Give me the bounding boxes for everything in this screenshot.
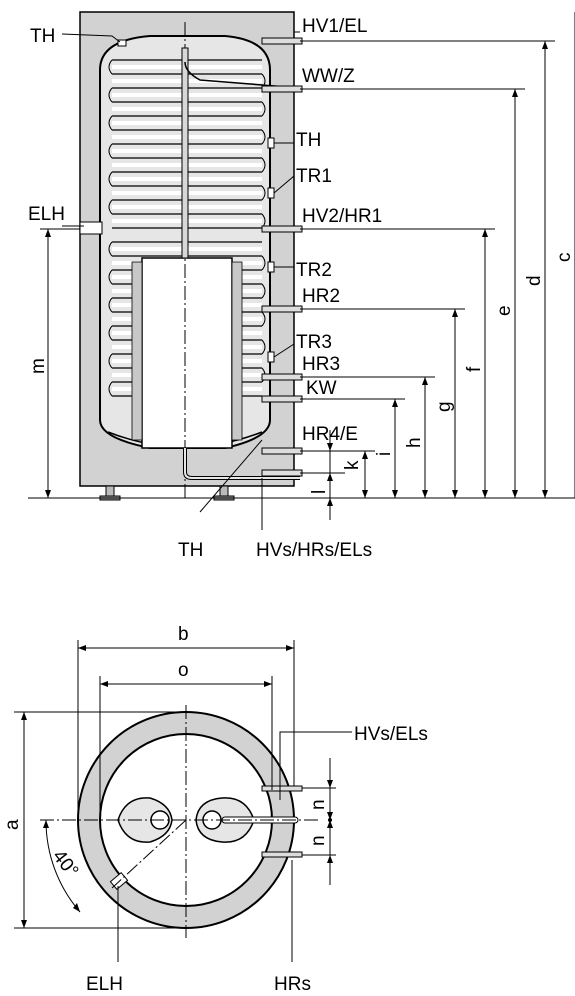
dim-i: i: [374, 452, 395, 456]
label-hr4-e: HR4/E: [302, 424, 358, 445]
dim-a: a: [2, 819, 23, 830]
label-hrs: HRs: [274, 974, 311, 995]
label-hvs-hrs-els: HVs/HRs/ELs: [256, 540, 372, 561]
label-hr3: HR3: [302, 354, 340, 375]
dim-n2: n: [308, 835, 329, 846]
label-hv2-hr1: HV2/HR1: [302, 206, 382, 227]
hot-water-pipe: [184, 61, 301, 89]
label-leaders: [61, 31, 300, 530]
angle-arc: [45, 819, 81, 913]
heater-insert: [141, 257, 233, 449]
dim-h: h: [404, 437, 425, 448]
dim-n1: n: [308, 799, 329, 810]
label-hvs-els: HVs/ELs: [354, 724, 428, 745]
dim-arrows: [45, 41, 548, 506]
label-th-bottom: TH: [178, 540, 203, 561]
dim-d: d: [524, 275, 545, 286]
dim-b: b: [178, 624, 189, 645]
dim-o: o: [178, 660, 189, 681]
dim-vertical-lines: [47, 12, 575, 520]
dim-e: e: [494, 305, 515, 316]
dim-k: k: [342, 460, 363, 470]
top-angle-line: [111, 819, 187, 889]
label-tr2: TR2: [296, 260, 332, 281]
side-view: TH HV1/EL WW/Z TH TR1 ELH HV2/HR1 TR2 HR…: [28, 11, 575, 561]
label-tr3: TR3: [296, 332, 332, 353]
label-tr1: TR1: [296, 166, 332, 187]
dim-c: c: [554, 253, 575, 263]
label-ww-z: WW/Z: [302, 66, 355, 87]
dim-f: f: [464, 366, 485, 372]
label-elh-top: ELH: [86, 974, 123, 995]
anode-rod: [181, 47, 189, 259]
label-hv1-el: HV1/EL: [302, 16, 367, 37]
dim-angle: 40°: [48, 846, 82, 882]
label-elh-left: ELH: [28, 204, 65, 225]
connection-stubs: [79, 37, 303, 477]
label-th-right: TH: [296, 130, 321, 151]
top-view: b o a n n 40° HVs/ELs ELH HRs: [2, 624, 428, 995]
label-kw: KW: [306, 378, 337, 399]
dim-reference-lines: [28, 40, 575, 499]
heater-insert-shadow: [131, 261, 143, 441]
dim-m: m: [28, 358, 49, 374]
dim-l: l: [309, 490, 330, 494]
label-hr2: HR2: [302, 286, 340, 307]
dim-g: g: [434, 401, 455, 412]
label-th-top: TH: [30, 26, 55, 47]
